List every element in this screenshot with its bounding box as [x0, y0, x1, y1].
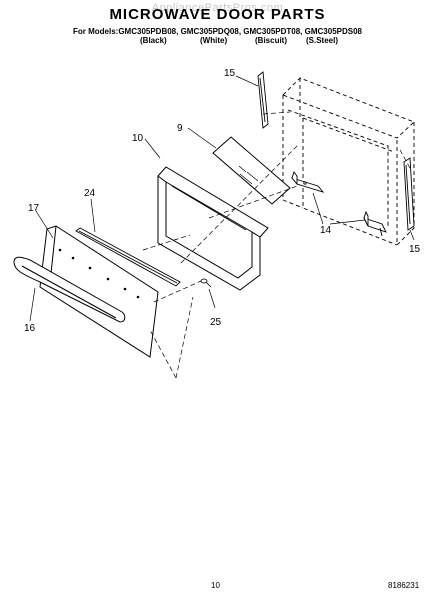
hinge-upper — [290, 171, 325, 193]
screw-part — [200, 278, 212, 288]
side-trim-strip-top — [257, 71, 269, 129]
assembly-guide-lines — [142, 111, 411, 379]
callout-15-right: 15 — [409, 244, 421, 255]
callout-17: 17 — [28, 203, 40, 214]
microwave-cavity-outline — [282, 77, 415, 247]
callout-10: 10 — [132, 133, 144, 144]
callout-16: 16 — [24, 323, 36, 334]
choke-strip — [75, 227, 181, 287]
door-handle — [13, 256, 126, 323]
hinge-lower — [363, 210, 387, 237]
document-number: 8186231 — [388, 581, 420, 590]
callout-25: 25 — [210, 317, 222, 328]
models-line: For Models:GMC305PDB08, GMC305PDQ08, GMC… — [73, 27, 362, 36]
callout-leader-lines — [29, 75, 415, 322]
callout-14: 14 — [320, 225, 332, 236]
color-label-biscuit: (Biscuit) — [255, 36, 287, 45]
color-label-steel: (S.Steel) — [306, 36, 339, 45]
callout-15-top: 15 — [224, 68, 236, 79]
inner-door-frame — [157, 166, 269, 291]
page-number: 10 — [211, 581, 220, 590]
color-label-black: (Black) — [140, 36, 167, 45]
side-trim-strip-right — [403, 157, 415, 231]
callout-24: 24 — [84, 188, 96, 199]
door-glass-panel — [212, 136, 291, 205]
outer-door-panel — [39, 225, 159, 358]
watermark-text: AppliancePartsPros.com — [151, 2, 284, 14]
color-label-white: (White) — [200, 36, 228, 45]
page-title: MICROWAVE DOOR PARTS — [109, 6, 326, 23]
callout-9: 9 — [177, 123, 183, 134]
